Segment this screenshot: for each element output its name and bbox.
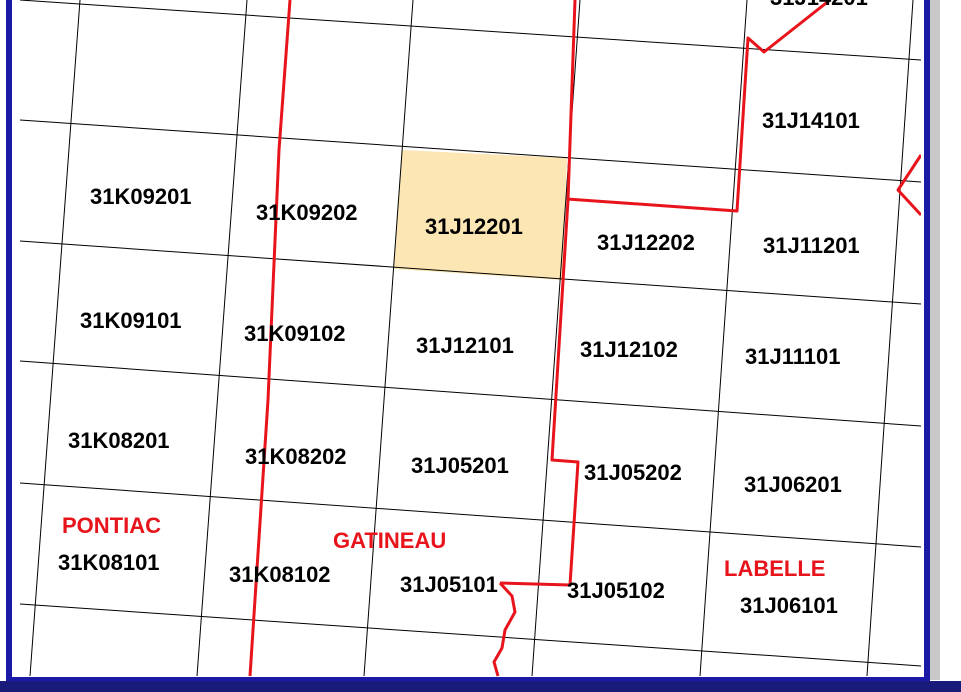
grid-lines	[19, 0, 922, 677]
sheet-label[interactable]: 31K08202	[245, 444, 347, 469]
sheet-label[interactable]: 31J12102	[580, 337, 678, 362]
grid-line-h	[19, 0, 922, 61]
region-labels: PONTIAC GATINEAU LABELLE	[62, 513, 825, 581]
sheet-label[interactable]: 31J12101	[416, 333, 514, 358]
sheet-label[interactable]: 31J11101	[745, 344, 840, 369]
boundary-east	[566, 0, 831, 213]
grid-line-h	[19, 240, 922, 305]
sheet-label[interactable]: 31K09102	[244, 321, 346, 346]
grid-line-h	[19, 482, 922, 548]
region-label-gatineau: GATINEAU	[333, 528, 446, 553]
boundary-far-east	[896, 154, 923, 217]
map-border	[6, 0, 930, 683]
grid-line-v	[363, 0, 414, 677]
grid-line-h	[19, 603, 922, 667]
grid-line-v	[699, 0, 748, 677]
sheet-labels: 31J14201 31J14101 31K09201 31K09202 31J1…	[58, 0, 868, 618]
sheet-label[interactable]: 31J14201	[770, 0, 868, 10]
sheet-label[interactable]: 31J12202	[597, 230, 695, 255]
boundary-river	[492, 581, 517, 677]
sheet-label[interactable]: 31J05102	[567, 578, 665, 603]
sheet-label[interactable]: 31J11201	[763, 233, 860, 258]
bottom-bar	[0, 681, 961, 692]
boundary-central	[499, 0, 580, 587]
sheet-label[interactable]: 31J14101	[762, 108, 860, 133]
sheet-label[interactable]: 31J05201	[411, 453, 509, 478]
boundary-west	[248, 0, 292, 677]
region-label-labelle: LABELLE	[724, 556, 825, 581]
sheet-label[interactable]: 31J06201	[744, 472, 842, 497]
sheet-label[interactable]: 31J06101	[740, 593, 838, 618]
grid-line-v	[29, 0, 81, 677]
region-label-pontiac: PONTIAC	[62, 513, 161, 538]
region-boundaries	[248, 0, 923, 677]
grid-line-h	[19, 119, 922, 183]
sheet-label[interactable]: 31K09201	[90, 184, 192, 209]
sheet-label[interactable]: 31K09101	[80, 308, 182, 333]
sheet-label[interactable]: 31K08101	[58, 550, 160, 575]
sheet-label[interactable]: 31J05202	[584, 460, 682, 485]
sheet-label[interactable]: 31K09202	[256, 200, 358, 225]
sheet-label[interactable]: 31J12201	[425, 214, 523, 239]
sheet-label[interactable]: 31J05101	[400, 572, 498, 597]
grid-line-h	[19, 360, 922, 427]
highlight-tile[interactable]	[394, 150, 567, 280]
grid-line-v	[866, 0, 914, 677]
grid-line-v	[196, 0, 248, 677]
map-shadow-right	[930, 0, 940, 680]
sheet-label[interactable]: 31K08102	[229, 562, 331, 587]
sheet-label[interactable]: 31K08201	[68, 428, 170, 453]
